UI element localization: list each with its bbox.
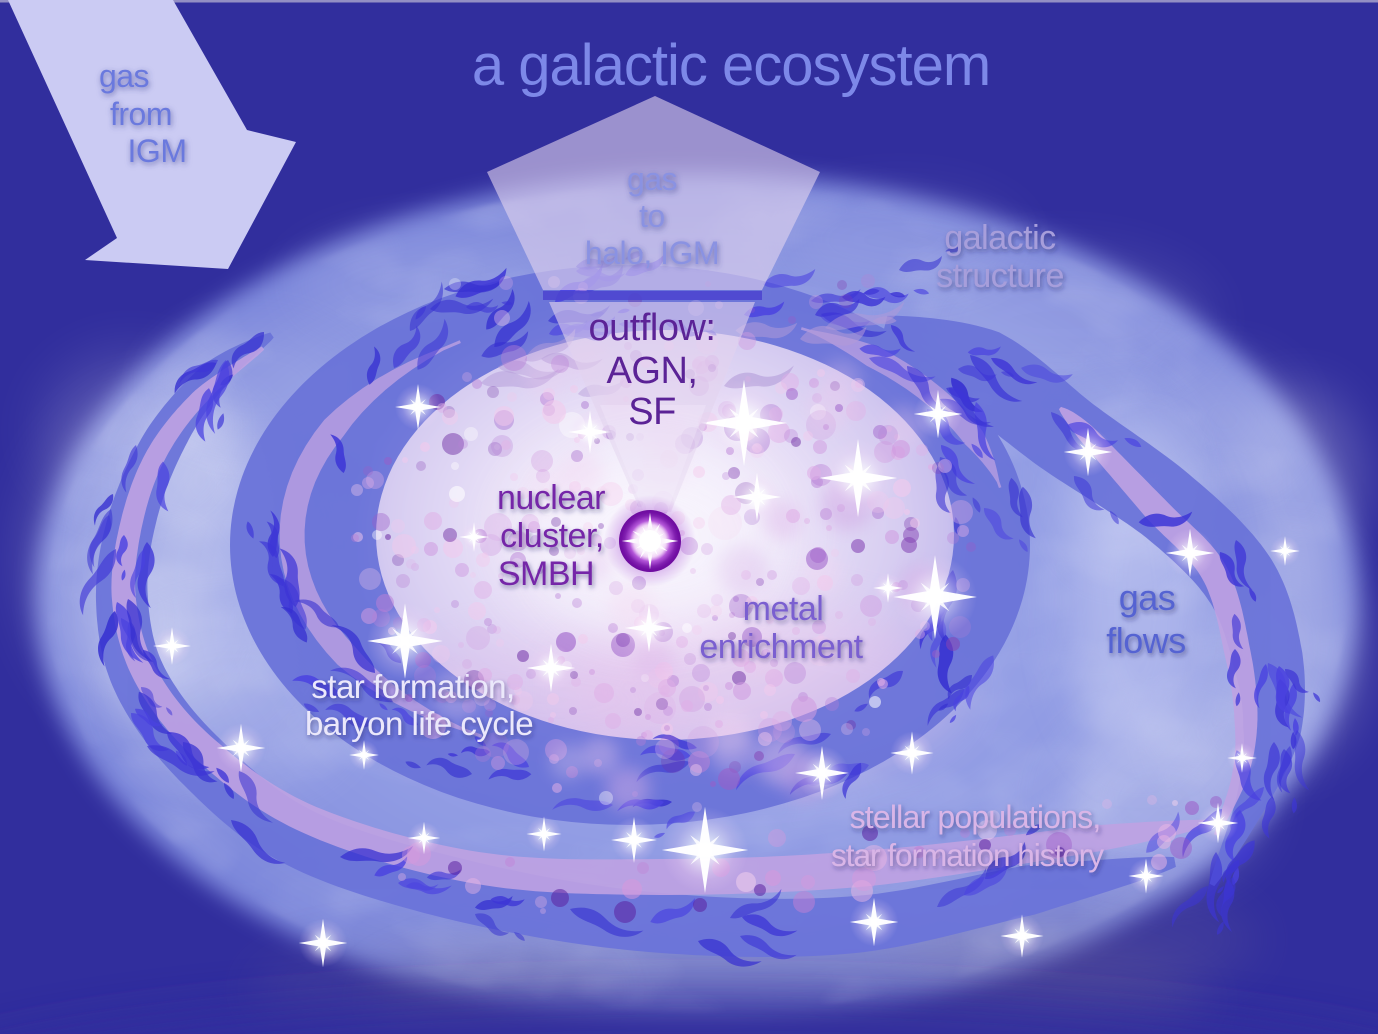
svg-text:AGN,: AGN, bbox=[607, 350, 698, 392]
svg-text:structure: structure bbox=[936, 257, 1064, 295]
svg-text:halo, IGM: halo, IGM bbox=[585, 235, 719, 271]
svg-text:SMBH: SMBH bbox=[498, 555, 594, 593]
svg-text:gas: gas bbox=[99, 58, 149, 94]
svg-text:outflow:: outflow: bbox=[589, 307, 716, 349]
svg-text:from: from bbox=[110, 96, 172, 132]
svg-text:enrichment: enrichment bbox=[699, 628, 863, 666]
svg-text:gas: gas bbox=[1119, 577, 1176, 618]
svg-text:stellar populations,: stellar populations, bbox=[850, 799, 1101, 835]
svg-text:galactic: galactic bbox=[944, 219, 1056, 257]
svg-text:flows: flows bbox=[1106, 620, 1186, 661]
svg-text:star formation history: star formation history bbox=[831, 837, 1104, 873]
svg-text:baryon life cycle: baryon life cycle bbox=[305, 705, 533, 742]
svg-text:star formation,: star formation, bbox=[311, 668, 514, 705]
svg-text:nuclear: nuclear bbox=[497, 479, 605, 517]
svg-text:gas: gas bbox=[627, 161, 677, 197]
svg-text:SF: SF bbox=[628, 391, 676, 433]
svg-text:IGM: IGM bbox=[128, 133, 187, 169]
svg-text:metal: metal bbox=[743, 590, 824, 628]
svg-text:cluster,: cluster, bbox=[500, 517, 604, 555]
svg-text:to: to bbox=[639, 198, 665, 234]
svg-text:a galactic ecosystem: a galactic ecosystem bbox=[472, 33, 990, 98]
